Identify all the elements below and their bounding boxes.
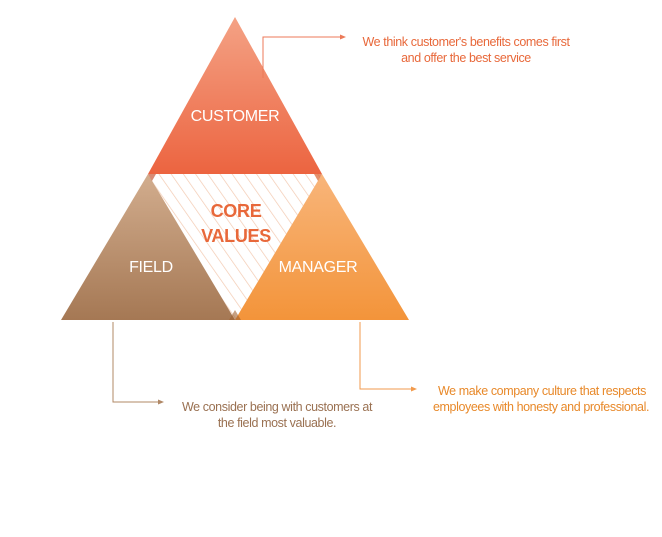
- joint-left: [148, 174, 156, 181]
- manager-triangle: [235, 174, 409, 320]
- core-values-line1: CORE: [211, 201, 262, 221]
- field-connector: [112, 322, 159, 403]
- core-values-triangle: [148, 174, 322, 320]
- joint-bottom: [229, 310, 241, 320]
- manager-description-line2: employees with honesty and professional.: [433, 400, 649, 414]
- manager-label: MANAGER: [279, 259, 358, 276]
- manager-connector: [359, 322, 412, 390]
- customer-label: CUSTOMER: [191, 108, 280, 125]
- manager-arrow-icon: [411, 386, 417, 392]
- field-triangle: [61, 174, 235, 320]
- customer-connector: [262, 36, 342, 78]
- customer-arrow-icon: [340, 34, 346, 40]
- core-values-line2: VALUES: [201, 226, 271, 246]
- customer-description-line2: and offer the best service: [401, 51, 531, 65]
- field-arrow-icon: [158, 399, 164, 405]
- customer-description-line1: We think customer's benefits comes first: [362, 35, 570, 49]
- field-description-line1: We consider being with customers at: [182, 400, 373, 414]
- field-label: FIELD: [129, 259, 173, 276]
- manager-description-line1: We make company culture that respects: [438, 384, 646, 398]
- customer-triangle: [148, 17, 322, 174]
- field-description-line2: the field most valuable.: [218, 416, 336, 430]
- joint-right: [314, 174, 322, 181]
